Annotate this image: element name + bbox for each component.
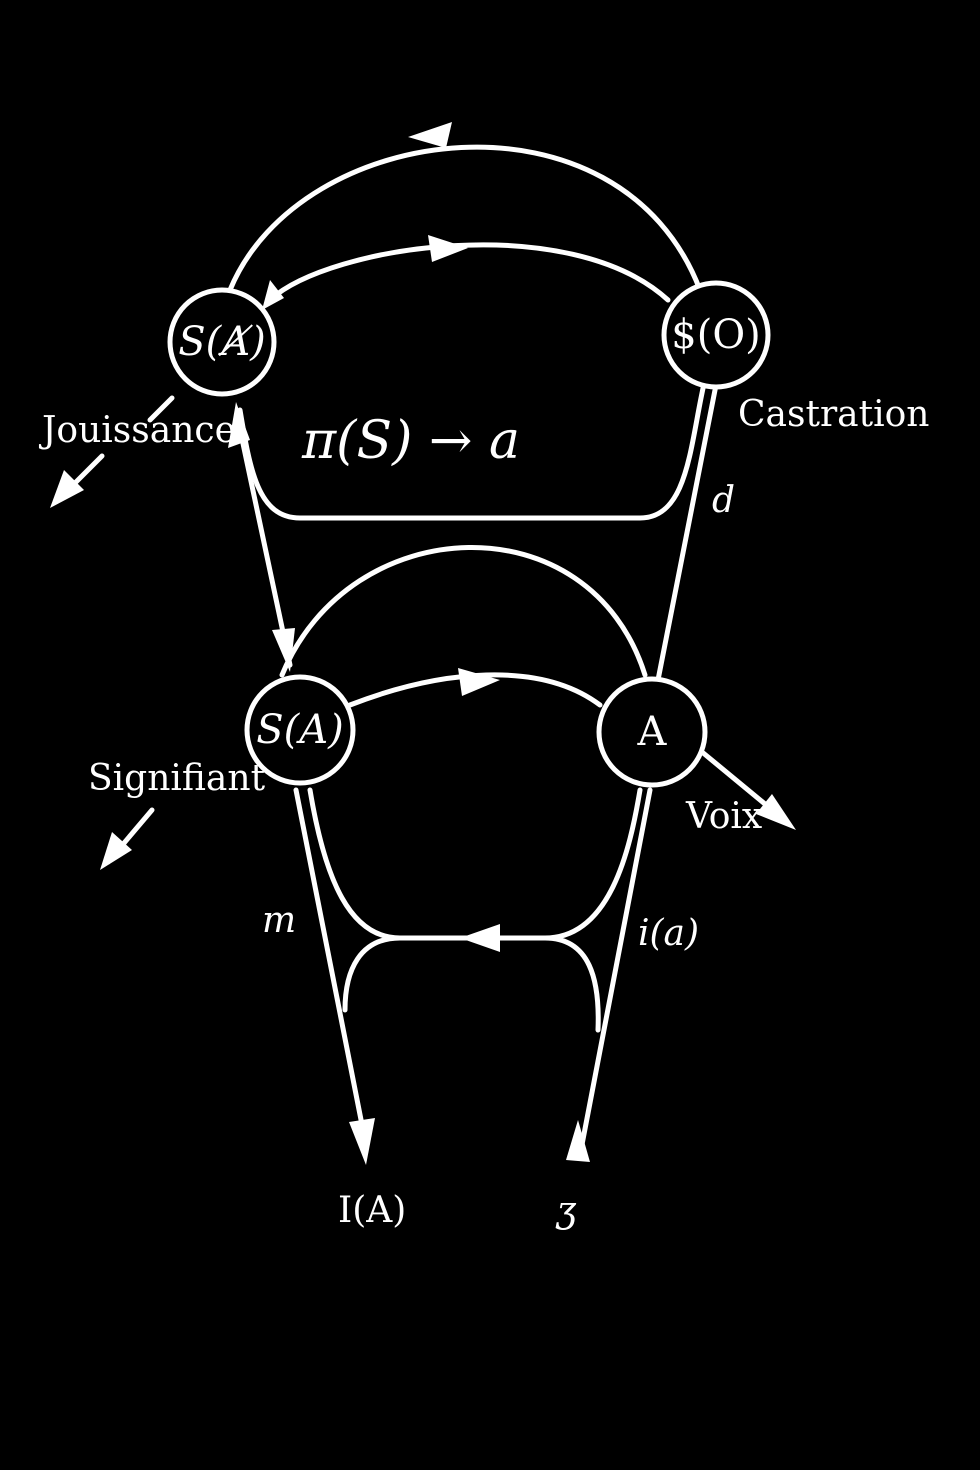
node-mid-left-label: S(A) xyxy=(256,707,344,753)
i-a-line-arrow xyxy=(566,1120,590,1162)
lower-loop-curve-arrow xyxy=(460,924,500,952)
node-mid-left-circle xyxy=(244,674,356,786)
lower-outer-arc xyxy=(279,545,648,678)
label-ideal-ia: I(A) xyxy=(338,1190,406,1231)
lower-inner-arc-arrow xyxy=(458,668,500,696)
upper-inner-arc-arrow xyxy=(428,235,468,262)
node-top-right: $(O) xyxy=(661,280,771,390)
node-mid-right-circle xyxy=(596,676,708,788)
bottom-right-curve xyxy=(542,935,601,1033)
upper-u-curve xyxy=(237,372,709,521)
node-mid-right: A xyxy=(596,676,708,788)
bottom-left-curve xyxy=(342,935,403,1013)
node-mid-right-label: A xyxy=(637,709,668,755)
label-d: d xyxy=(712,480,735,521)
upper-inner-arc xyxy=(267,242,671,303)
upper-outer-arc xyxy=(227,144,703,293)
node-top-right-label: $(O) xyxy=(671,312,760,358)
node-top-left-circle xyxy=(167,287,277,397)
label-castration: Castration xyxy=(738,394,929,435)
node-top-left: S(Ⱥ) xyxy=(167,287,277,397)
node-mid-left: S(A) xyxy=(244,674,356,786)
jouissance-arrow-head xyxy=(50,470,84,508)
voix-arrow-head xyxy=(756,794,796,830)
right-vertical-line-d xyxy=(655,382,719,683)
m-line-arrow xyxy=(349,1118,375,1165)
node-top-right-circle xyxy=(661,280,771,390)
label-subject: ʒ xyxy=(555,1190,577,1231)
node-top-left-label: S(Ⱥ) xyxy=(178,319,266,365)
label-signifiant: Signifiant xyxy=(88,758,266,799)
lower-loop-curve xyxy=(307,787,643,941)
formula-pi-s-to-a: π(S) → a xyxy=(301,411,520,471)
upper-inner-arc-end-arrow xyxy=(262,280,284,310)
signifiant-arrow-head xyxy=(100,832,132,870)
label-voix: Voix xyxy=(685,796,762,837)
label-jouissance: Jouissance xyxy=(38,410,236,451)
label-i-a: i(a) xyxy=(638,913,699,954)
upper-outer-arc-arrow xyxy=(408,122,452,148)
jouissance-exit-line xyxy=(147,395,175,423)
lower-inner-arc xyxy=(347,672,603,708)
label-m: m xyxy=(262,900,296,941)
m-line xyxy=(293,787,368,1143)
left-vertical-line xyxy=(235,417,293,668)
i-a-line xyxy=(577,787,653,1158)
